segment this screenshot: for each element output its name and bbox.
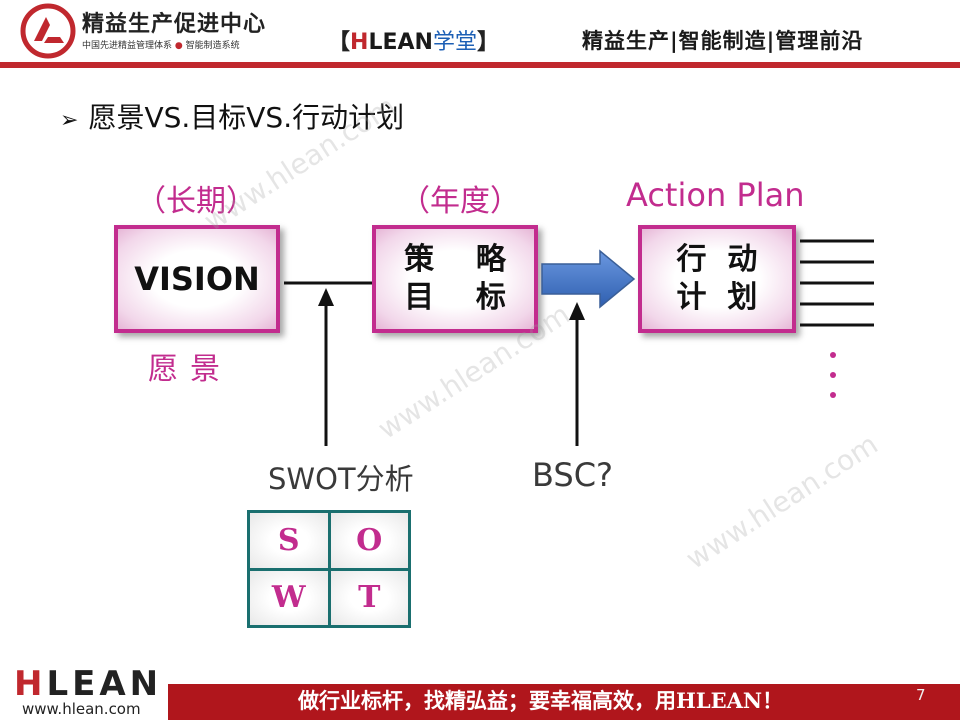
hlean-logo-icon — [20, 3, 76, 59]
page-number: 7 — [916, 686, 926, 704]
slide-title-text: 愿景VS.目标VS.行动计划 — [88, 101, 405, 134]
footer-bar — [168, 684, 960, 720]
header-slogan: 精益生产|智能制造|管理前沿 — [582, 29, 864, 53]
swot-cell-s: S — [250, 513, 328, 568]
vision-box: VISION — [114, 225, 280, 333]
swot-cell-t: T — [330, 570, 408, 625]
strategy-goal-box: 策 略 目 标 — [372, 225, 538, 333]
action-plan-box: 行 动 计 划 — [638, 225, 796, 333]
action-line-1: 行 动 — [676, 242, 758, 277]
strategy-line-1: 策 略 — [404, 242, 506, 277]
footer-url: www.hlean.com — [22, 700, 141, 718]
swot-up-arrow-head — [318, 288, 334, 306]
bsc-label: BSC? — [532, 456, 614, 494]
swot-analysis-label: SWOT分析 — [268, 462, 414, 496]
action-line-2: 计 划 — [676, 280, 758, 315]
vision-box-label: VISION — [134, 260, 260, 298]
slide-title: ➢ 愿景VS.目标VS.行动计划 — [60, 96, 404, 136]
continuation-dot-3 — [830, 392, 836, 398]
brand-tag: 【HLEAN学堂】 — [328, 30, 499, 55]
org-name: 精益生产促进中心 — [82, 12, 267, 37]
label-long-term: （长期） — [136, 184, 256, 219]
bullet-arrow-icon: ➢ — [60, 108, 79, 133]
continuation-dot-1 — [830, 352, 836, 358]
org-subtitle: 中国先进精益管理体系 ● 智能制造系统 — [82, 41, 240, 51]
footer-slogan: 做行业标杆，找精弘益；要幸福高效，用HLEAN！ — [298, 688, 784, 713]
header-divider — [0, 62, 960, 68]
label-action-plan: Action Plan — [626, 176, 805, 214]
strategy-line-2: 目 标 — [404, 280, 506, 315]
bsc-up-arrow-head — [569, 302, 585, 320]
continuation-dot-2 — [830, 372, 836, 378]
swot-cell-w: W — [250, 570, 328, 625]
label-annual: （年度） — [400, 184, 520, 219]
swot-cell-o: O — [330, 513, 408, 568]
strategy-to-action-arrow — [541, 249, 636, 309]
swot-grid: S O W T — [247, 510, 411, 628]
footer-logo: HLEAN — [14, 664, 163, 704]
label-yuanjing: 愿景 — [148, 352, 232, 387]
